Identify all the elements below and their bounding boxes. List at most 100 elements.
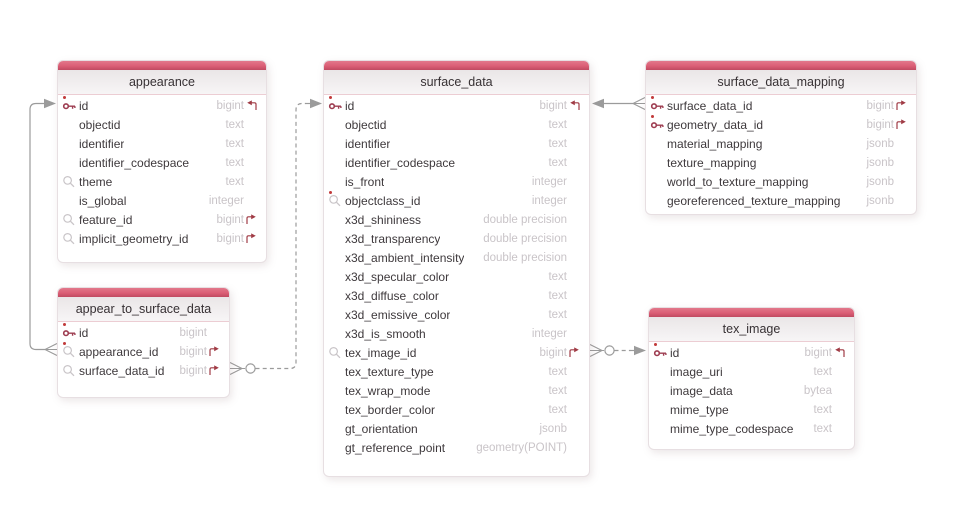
ref-slot xyxy=(568,270,583,283)
column-type: text xyxy=(548,118,567,131)
table-title[interactable]: surface_data xyxy=(324,70,589,95)
column-icon-slot xyxy=(328,421,345,436)
table-row[interactable]: georeferenced_texture_mapping jsonb xyxy=(646,191,916,210)
table-row[interactable]: world_to_texture_mapping jsonb xyxy=(646,172,916,191)
table-row[interactable]: surface_data_id bigint xyxy=(58,361,229,380)
table-row[interactable]: id bigint xyxy=(324,96,589,115)
table-appear-to-surface-data[interactable]: appear_to_surface_data id bigint appeara… xyxy=(57,287,230,398)
table-row[interactable]: mime_type_codespace text xyxy=(649,419,854,438)
column-type: integer xyxy=(531,175,567,188)
table-row[interactable]: x3d_emissive_color text xyxy=(324,305,589,324)
column-name: x3d_emissive_color xyxy=(345,307,451,322)
table-row[interactable]: identifier text xyxy=(324,134,589,153)
table-row[interactable]: surface_data_id bigint xyxy=(646,96,916,115)
table-row[interactable]: identifier_codespace text xyxy=(58,153,266,172)
table-row[interactable]: objectid text xyxy=(58,115,266,134)
table-title[interactable]: appearance xyxy=(58,70,266,95)
column-icon-slot xyxy=(328,212,345,227)
column-name: id xyxy=(670,345,680,360)
column-icon-slot xyxy=(328,440,345,455)
column-type: text xyxy=(813,403,832,416)
table-header-bar xyxy=(58,288,229,297)
column-type: text xyxy=(813,365,832,378)
table-surface-data-mapping[interactable]: surface_data_mapping surface_data_id big… xyxy=(645,60,917,215)
table-row[interactable]: objectid text xyxy=(324,115,589,134)
column-type: text xyxy=(548,384,567,397)
table-row[interactable]: is_global integer xyxy=(58,191,266,210)
key-icon xyxy=(653,343,670,360)
table-row[interactable]: x3d_transparency double precision xyxy=(324,229,589,248)
table-title[interactable]: appear_to_surface_data xyxy=(58,297,229,322)
column-name: surface_data_id xyxy=(667,98,753,113)
column-type: bigint xyxy=(539,99,568,112)
table-surface-data[interactable]: surface_data id bigint objectid text ide… xyxy=(323,60,590,477)
table-row[interactable]: id bigint xyxy=(649,343,854,362)
not-null-dot xyxy=(654,343,657,346)
column-type: text xyxy=(548,289,567,302)
ref-slot xyxy=(568,251,583,264)
table-row[interactable]: identifier text xyxy=(58,134,266,153)
table-row[interactable]: geometry_data_id bigint xyxy=(646,115,916,134)
table-row[interactable]: gt_orientation jsonb xyxy=(324,419,589,438)
ref-slot xyxy=(568,118,583,131)
ref-out-icon xyxy=(568,346,583,359)
table-row[interactable]: tex_border_color text xyxy=(324,400,589,419)
table-row[interactable]: tex_wrap_mode text xyxy=(324,381,589,400)
table-appearance[interactable]: appearance id bigint objectid text ident… xyxy=(57,60,267,263)
ref-out-icon xyxy=(245,232,260,245)
column-icon-slot xyxy=(62,193,79,208)
table-row[interactable]: tex_image_id bigint xyxy=(324,343,589,362)
ref-out-icon xyxy=(245,213,260,226)
table-row[interactable]: identifier_codespace text xyxy=(324,153,589,172)
ref-out-icon xyxy=(895,118,910,131)
table-row[interactable]: material_mapping jsonb xyxy=(646,134,916,153)
table-row[interactable]: objectclass_id integer xyxy=(324,191,589,210)
ref-in-icon xyxy=(568,99,583,112)
table-header-bar xyxy=(324,61,589,70)
table-row[interactable]: theme text xyxy=(58,172,266,191)
table-row[interactable]: tex_texture_type text xyxy=(324,362,589,381)
table-row[interactable]: texture_mapping jsonb xyxy=(646,153,916,172)
column-name: image_uri xyxy=(670,364,723,379)
table-row[interactable]: x3d_ambient_intensity double precision xyxy=(324,248,589,267)
ref-slot xyxy=(568,232,583,245)
table-row[interactable]: gt_reference_point geometry(POINT) xyxy=(324,438,589,457)
table-row[interactable]: is_front integer xyxy=(324,172,589,191)
ref-slot xyxy=(568,365,583,378)
key-icon xyxy=(62,323,79,340)
ref-slot xyxy=(895,194,910,207)
column-type: text xyxy=(548,137,567,150)
column-type: text xyxy=(548,365,567,378)
column-name: geometry_data_id xyxy=(667,117,764,132)
table-row[interactable]: id bigint xyxy=(58,96,266,115)
column-icon-slot xyxy=(328,155,345,170)
ref-out-icon xyxy=(208,364,223,377)
table-row[interactable]: appearance_id bigint xyxy=(58,342,229,361)
column-name: texture_mapping xyxy=(667,155,757,170)
column-type: jsonb xyxy=(866,156,895,169)
column-type: jsonb xyxy=(866,137,895,150)
column-type: text xyxy=(225,137,244,150)
table-row[interactable]: id bigint xyxy=(58,323,229,342)
table-row[interactable]: x3d_shininess double precision xyxy=(324,210,589,229)
column-icon-slot xyxy=(650,136,667,151)
table-title[interactable]: tex_image xyxy=(649,317,854,342)
table-row[interactable]: image_data bytea xyxy=(649,381,854,400)
column-icon-slot xyxy=(62,117,79,132)
column-name: appearance_id xyxy=(79,344,159,359)
table-title[interactable]: surface_data_mapping xyxy=(646,70,916,95)
ref-in-icon xyxy=(833,346,848,359)
table-row[interactable]: feature_id bigint xyxy=(58,210,266,229)
table-row[interactable]: implicit_geometry_id bigint xyxy=(58,229,266,248)
table-tex-image[interactable]: tex_image id bigint image_uri text image… xyxy=(648,307,855,450)
ref-slot xyxy=(568,422,583,435)
table-row[interactable]: image_uri text xyxy=(649,362,854,381)
column-type: double precision xyxy=(483,213,567,226)
not-null-dot xyxy=(63,96,66,99)
column-type: bigint xyxy=(216,213,245,226)
table-row[interactable]: x3d_specular_color text xyxy=(324,267,589,286)
table-row[interactable]: mime_type text xyxy=(649,400,854,419)
table-header-bar xyxy=(649,308,854,317)
table-row[interactable]: x3d_diffuse_color text xyxy=(324,286,589,305)
table-row[interactable]: x3d_is_smooth integer xyxy=(324,324,589,343)
